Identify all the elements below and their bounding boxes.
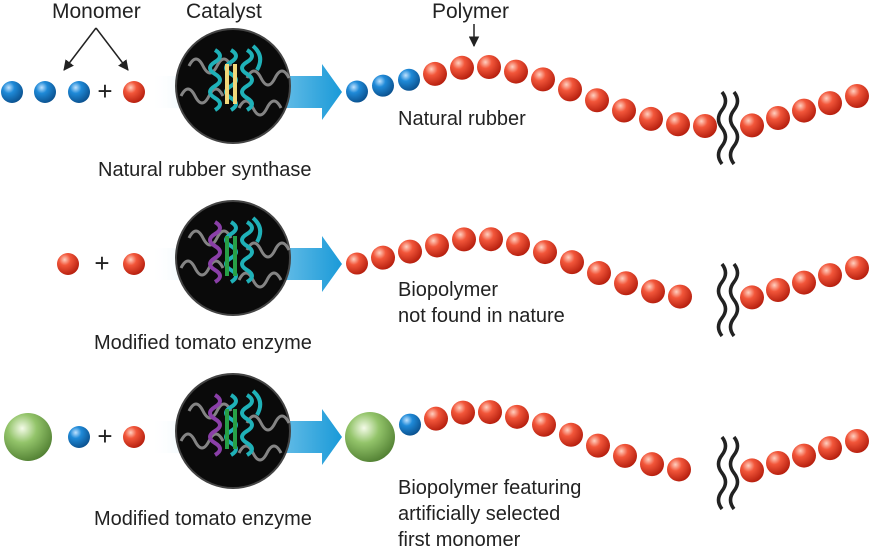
chain-monomer-green — [345, 412, 395, 462]
chain-monomer-red — [506, 232, 530, 257]
chain-monomer-red — [398, 239, 422, 264]
chain-monomer-red — [558, 77, 582, 102]
chain-monomer-red — [639, 106, 663, 131]
polymer-chain — [345, 400, 869, 511]
product-label-line: first monomer — [398, 529, 521, 548]
input-monomer-red — [123, 253, 145, 275]
chain-monomer-red — [531, 67, 555, 92]
input-monomer-blue — [68, 81, 90, 103]
chain-monomer-red — [792, 443, 816, 468]
chain-monomer-red — [585, 88, 609, 113]
product-label-line: Biopolymer featuring — [398, 477, 581, 499]
chain-monomer-red — [559, 422, 583, 447]
input-monomer-red — [123, 426, 145, 448]
chain-monomer-red — [845, 84, 869, 108]
chain-monomer-red — [479, 227, 503, 252]
chain-monomer-red — [452, 227, 476, 252]
chain-monomer-red — [766, 106, 790, 130]
input-monomer-blue — [34, 81, 56, 103]
chain-break-mark — [716, 90, 728, 166]
chain-monomer-blue — [346, 80, 368, 103]
reaction-row-natural: + Natural rubber synthase Natural rubber — [1, 28, 869, 181]
chain-monomer-red — [587, 261, 611, 286]
product-label-line: artificially selected — [398, 503, 560, 525]
chain-monomer-red — [614, 271, 638, 296]
chain-break-mark — [716, 262, 728, 338]
chain-monomer-red — [792, 270, 816, 295]
chain-monomer-red — [740, 458, 764, 483]
chain-break-mark — [728, 90, 740, 166]
monomer-pointer-right — [95, 27, 129, 71]
reaction-row-modified-1: + Modified tomato enzyme Biopolymer not fou… — [57, 200, 869, 354]
chain-monomer-red — [766, 278, 790, 302]
chain-monomer-red — [451, 400, 475, 425]
enzyme-label: Natural rubber synthase — [98, 159, 311, 181]
chain-monomer-red — [792, 98, 816, 123]
plus-sign: + — [97, 76, 112, 106]
catalyst-enzyme — [175, 373, 291, 489]
input-monomer-blue — [1, 81, 23, 103]
chain-monomer-red — [640, 452, 664, 477]
enzyme-label: Modified tomato enzyme — [94, 508, 312, 530]
input-monomer-green — [4, 413, 52, 461]
chain-monomer-red — [504, 59, 528, 84]
plus-sign: + — [97, 421, 112, 451]
chain-monomer-red — [740, 113, 764, 138]
chain-monomer-red — [371, 245, 395, 270]
chain-monomer-red — [425, 233, 449, 258]
chain-monomer-red — [450, 55, 474, 80]
chain-monomer-blue — [399, 413, 421, 436]
chain-monomer-red — [533, 240, 557, 265]
input-monomer-red — [123, 81, 145, 103]
chain-monomer-red — [818, 91, 842, 116]
chain-monomer-red — [424, 406, 448, 431]
chain-monomer-blue — [398, 68, 420, 91]
reaction-row-modified-2: + Modified tomato enzyme Biopolymer featur… — [4, 373, 869, 548]
enzyme-label: Modified tomato enzyme — [94, 332, 312, 354]
chain-monomer-red — [586, 433, 610, 458]
chain-monomer-red — [668, 284, 692, 309]
chain-monomer-red — [641, 279, 665, 304]
chain-monomer-red — [532, 412, 556, 437]
chain-monomer-blue — [372, 74, 394, 97]
product-label-line: Natural rubber — [398, 108, 526, 130]
chain-monomer-red — [845, 256, 869, 280]
input-monomer-blue — [68, 426, 90, 448]
catalyst-enzyme — [175, 28, 291, 144]
chain-monomer-red — [845, 429, 869, 453]
chain-break-mark — [728, 435, 740, 511]
chain-monomer-red — [667, 457, 691, 482]
chain-monomer-red — [693, 114, 717, 138]
chain-monomer-red — [346, 252, 368, 275]
chain-monomer-red — [818, 436, 842, 461]
chain-monomer-red — [613, 443, 637, 468]
chain-monomer-red — [818, 263, 842, 288]
plus-sign: + — [94, 248, 109, 278]
chain-monomer-red — [478, 400, 502, 425]
chain-monomer-red — [766, 451, 790, 475]
chain-monomer-red — [666, 112, 690, 137]
chain-break-mark — [716, 435, 728, 511]
reaction-rows: + Natural rubber synthase Natural rubber + M… — [1, 28, 869, 548]
polymer-chain — [346, 227, 869, 338]
chain-monomer-red — [612, 98, 636, 123]
chain-monomer-red — [740, 285, 764, 310]
chain-monomer-red — [560, 250, 584, 275]
chain-monomer-red — [423, 61, 447, 86]
monomer-label: Monomer — [52, 0, 141, 23]
catalyst-label: Catalyst — [186, 0, 262, 23]
monomer-pointer-left — [63, 27, 97, 71]
catalyst-enzyme — [175, 200, 291, 316]
product-label-line: Biopolymer — [398, 279, 498, 301]
polymer-chain — [346, 54, 869, 166]
product-label-line: not found in nature — [398, 305, 565, 327]
chain-monomer-red — [477, 54, 501, 79]
input-monomer-red — [57, 253, 79, 275]
chain-break-mark — [728, 262, 740, 338]
polymer-label: Polymer — [432, 0, 509, 23]
chain-monomer-red — [505, 404, 529, 429]
